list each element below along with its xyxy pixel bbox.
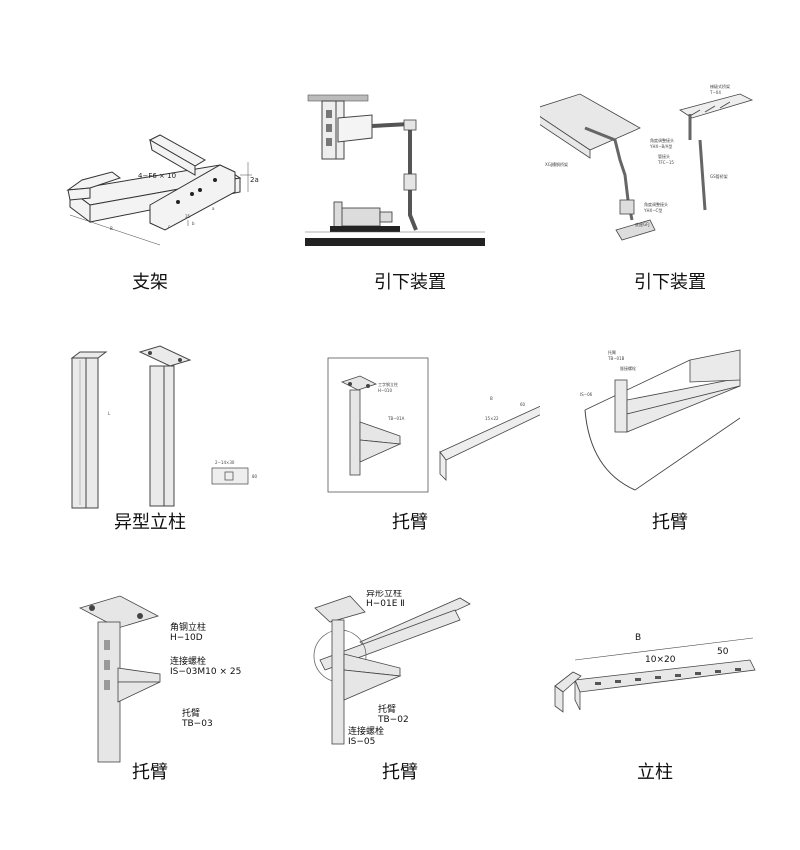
- arm3-lbl1: 角钢立柱: [170, 621, 206, 633]
- column-L-label: L: [108, 411, 111, 416]
- support-h-label: 2a: [250, 176, 259, 184]
- column-80-label: 80: [252, 474, 258, 479]
- drop2-base-label: 底座GFJ: [635, 221, 650, 227]
- caption-post: 立柱: [637, 762, 673, 783]
- support-bracket-drawing: 4−F6 × 10 2a 35 B c b a: [66, 134, 259, 246]
- arm3-lbl3: 连接螺栓: [170, 655, 206, 667]
- caption-drop-device-2: 引下装置: [634, 272, 706, 293]
- post-B-label: B: [635, 633, 641, 643]
- arm1-60-label: 60: [520, 402, 526, 407]
- arm1-dim-label: 15×22: [485, 416, 499, 421]
- arm3-lbl6: TB−03: [181, 719, 213, 729]
- drop-device-2-drawing: 梯级式桥架 T−04 XGJ槽钢桥架 角度调整接头 YHX−B/A型 管接头 T…: [540, 83, 754, 241]
- cell-special-column: L 2−14×30 80 异型立柱: [20, 340, 280, 600]
- arm1-B-label: B: [490, 396, 493, 401]
- arm4-lbl3: 托臂: [378, 703, 396, 715]
- support-B-label: B: [110, 226, 113, 231]
- arm4-lbl2: H−01E Ⅱ: [366, 599, 405, 609]
- cell-drop-device-2: 梯级式桥架 T−04 XGJ槽钢桥架 角度调整接头 YHX−B/A型 管接头 T…: [540, 80, 800, 340]
- caption-arm-1: 托臂: [392, 512, 428, 533]
- drop2-mid1-label: 角度调整接头: [650, 137, 674, 143]
- arm4-lbl1: 异形立柱: [366, 590, 402, 599]
- drop2-top2-label: T−04: [709, 90, 721, 95]
- column-dim-label: 2−14×30: [215, 460, 235, 465]
- support-35-label: 35: [185, 214, 191, 219]
- post-dim-label: 10×20: [645, 655, 676, 665]
- cell-arm-4: 异形立柱 H−01E Ⅱ 托臂 TB−02 连接螺栓 IS−05 托臂: [270, 590, 530, 850]
- arm2-lbl4: IS−06: [580, 392, 593, 397]
- arm4-lbl6: IS−05: [348, 737, 375, 747]
- caption-arm-2: 托臂: [652, 512, 688, 533]
- cell-post: B 10×20 50 立柱: [525, 590, 785, 850]
- drop-device-1-drawing: [305, 94, 485, 246]
- arm-1-drawing: 工字钢立柱 H−010 TB−01A 15×22 60 B: [327, 357, 540, 493]
- arm3-lbl5: 托臂: [182, 707, 200, 719]
- caption-special-column: 异型立柱: [114, 512, 186, 533]
- arm1-lbl3: TB−01A: [387, 416, 405, 421]
- drop2-mid3-label: 管接头: [658, 153, 670, 159]
- support-dim-label: 4−F6 × 10: [138, 172, 176, 180]
- arm2-lbl3: 胀接螺栓: [620, 365, 636, 371]
- arm-2-drawing: 托臂 TB−01B 胀接螺栓 IS−06: [580, 349, 741, 491]
- cell-support: 4−F6 × 10 2a 35 B c b a 支架: [20, 80, 280, 340]
- arm1-lbl1: 工字钢立柱: [378, 381, 398, 387]
- drop2-low1-label: 角度调整接头: [644, 201, 668, 207]
- arm4-lbl4: TB−02: [377, 715, 409, 725]
- drop2-left-label: XGJ槽钢桥架: [545, 161, 568, 167]
- drop2-mid2-label: YHX−B/A型: [649, 143, 672, 149]
- arm-3-drawing: 角钢立柱 H−10D 连接螺栓 IS−03M10 × 25 托臂 TB−03: [78, 595, 241, 763]
- cell-arm-2: 托臂 TB−01B 胀接螺栓 IS−06 托臂: [540, 340, 800, 600]
- support-c-label: c: [168, 224, 170, 229]
- drop2-top-label: 梯级式桥架: [710, 83, 730, 89]
- drop2-low2-label: YHX−C型: [643, 207, 662, 213]
- caption-support: 支架: [132, 272, 168, 293]
- drop2-mid4-label: TFC−15: [657, 160, 674, 165]
- caption-arm-4: 托臂: [382, 762, 418, 783]
- arm2-lbl2: TB−01B: [607, 356, 625, 361]
- caption-drop-device-1: 引下装置: [374, 272, 446, 293]
- special-column-drawing: L 2−14×30 80: [70, 345, 258, 509]
- support-a-label: a: [212, 206, 215, 211]
- arm4-lbl5: 连接螺栓: [348, 725, 384, 737]
- arm3-lbl2: H−10D: [170, 633, 203, 643]
- cell-drop-device-1: 引下装置: [280, 80, 540, 340]
- arm3-lbl4: IS−03M10 × 25: [170, 667, 241, 677]
- cell-arm-3: 角钢立柱 H−10D 连接螺栓 IS−03M10 × 25 托臂 TB−03 托…: [20, 590, 280, 850]
- support-b-label: b: [192, 221, 195, 226]
- arm1-lbl2: H−010: [378, 388, 392, 393]
- arm-4-drawing: 异形立柱 H−01E Ⅱ 托臂 TB−02 连接螺栓 IS−05: [313, 590, 471, 747]
- caption-arm-3: 托臂: [132, 762, 168, 783]
- post-50-label: 50: [717, 647, 729, 657]
- drop2-right-label: GS管桥架: [710, 173, 728, 179]
- cell-arm-1: 工字钢立柱 H−010 TB−01A 15×22 60 B 托臂: [280, 340, 540, 600]
- arm2-lbl1: 托臂: [608, 349, 616, 355]
- post-drawing: B 10×20 50: [554, 633, 756, 713]
